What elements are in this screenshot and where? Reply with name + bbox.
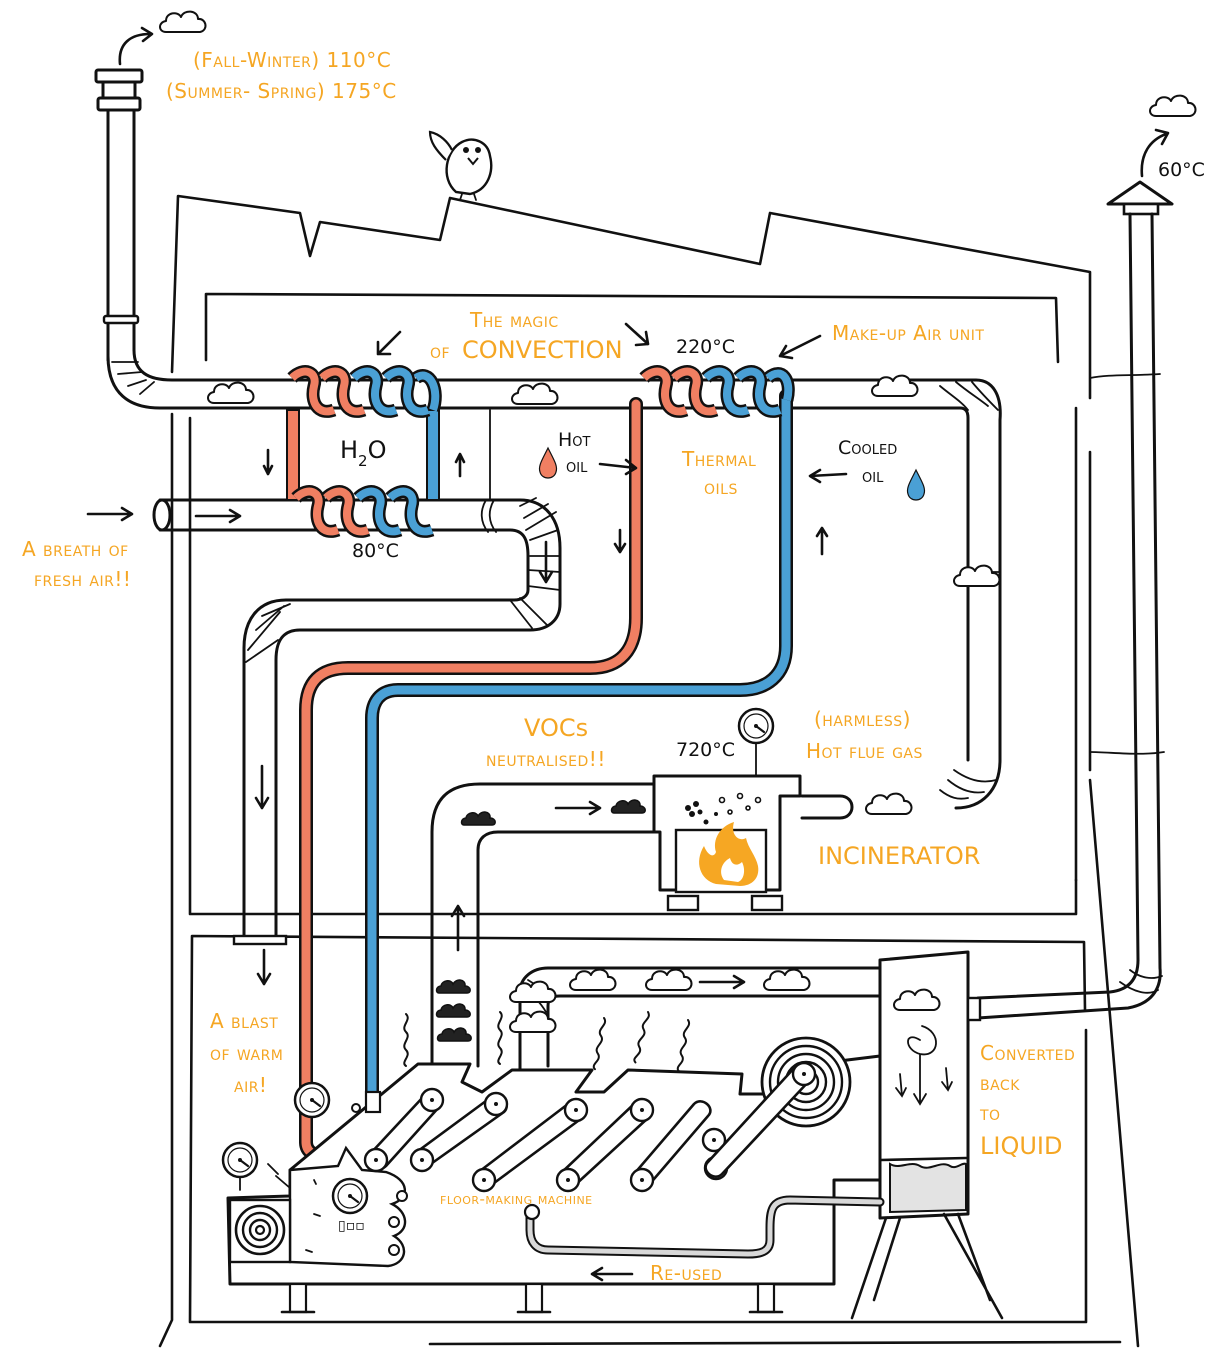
cloud-icon	[207, 381, 255, 404]
lower-coil	[291, 485, 435, 538]
hot-oil-pipe	[299, 397, 643, 1163]
warm-air-label: A blast	[210, 1009, 278, 1033]
cloud-icon	[509, 980, 557, 1003]
cooled-oil-label-2: oil	[862, 465, 884, 487]
roller	[483, 1091, 509, 1117]
cooled-oil-label: Cooled	[838, 437, 897, 459]
roller	[563, 1097, 589, 1123]
thermal-oils-label: Thermal	[681, 447, 756, 471]
warm-air-label-2: of warm	[210, 1041, 283, 1065]
pressure-gauge-icon	[737, 707, 775, 745]
roller	[629, 1097, 655, 1123]
warm-air-label-3: air!	[234, 1073, 267, 1097]
makeup-air-label: Make-up Air unit	[832, 321, 984, 345]
temp-720-label: 720°C	[676, 739, 735, 761]
chimney-temp-label-winter: (Fall-Winter) 110°C	[193, 48, 391, 72]
arrow-icon	[86, 506, 134, 522]
floor-making-machine: ▯▫▫	[221, 1036, 882, 1314]
hot-oil-label-2: oil	[566, 455, 588, 477]
heat-wave-icon	[497, 1011, 503, 1065]
fresh-air-label-2: fresh air!!	[34, 567, 131, 591]
temp-220-label: 220°C	[676, 336, 735, 358]
right-chimney	[976, 180, 1174, 1020]
heat-wave-icon	[632, 1010, 651, 1064]
arrow-icon	[1140, 128, 1170, 178]
converted-label: Converted	[980, 1041, 1075, 1065]
right-chimney-temp-label: 60°C	[1158, 159, 1205, 181]
svg-text:▯▫▫: ▯▫▫	[338, 1218, 365, 1234]
factory-building	[158, 194, 1140, 1348]
cloud-icon	[953, 564, 1001, 587]
vocs-label: VOCs	[524, 714, 588, 742]
vocs-neutralised-label: neutralised!!	[486, 747, 606, 771]
cloud-icon	[1149, 94, 1197, 117]
roller	[409, 1147, 435, 1173]
cloud-icon	[569, 968, 617, 991]
cloud-icon	[511, 382, 559, 405]
arrow-icon	[194, 508, 242, 524]
convection-label: CONVECTION	[462, 336, 623, 364]
pressure-gauge-icon	[221, 1141, 259, 1179]
exhaust-duct-lower	[509, 966, 882, 1072]
smoke-puff-icon	[435, 1003, 471, 1018]
cloud-icon	[159, 10, 207, 33]
cloud-icon	[763, 968, 811, 991]
arrow-icon	[118, 26, 154, 66]
thermal-oils-label-2: oils	[704, 475, 738, 499]
roller	[419, 1087, 445, 1113]
pressure-gauge-icon	[293, 1081, 331, 1119]
reused-label: Re-used	[650, 1261, 722, 1285]
arrow-icon	[698, 974, 746, 990]
converted-label-2: back	[980, 1071, 1020, 1095]
pressure-gauge-icon	[331, 1177, 369, 1215]
cloud-icon	[865, 792, 913, 815]
left-chimney	[94, 68, 144, 362]
roller	[363, 1147, 389, 1173]
harmless-label: (harmless)	[814, 707, 911, 731]
cloud-icon	[645, 968, 693, 991]
oil-drop-icon	[906, 468, 926, 501]
fresh-air-duct	[152, 497, 562, 946]
bird-icon	[428, 130, 493, 201]
top-air-duct	[106, 348, 1002, 810]
converted-label-3: to	[979, 1101, 1001, 1125]
incinerator-label: INCINERATOR	[818, 842, 980, 870]
roller	[629, 1167, 655, 1193]
h2o-label: H2O	[340, 436, 386, 470]
heat-wave-icon	[403, 1013, 409, 1067]
roller	[791, 1061, 817, 1087]
fresh-air-label: A breath of	[22, 537, 129, 561]
hot-oil-label: Hot	[558, 429, 591, 451]
top-coil-left	[287, 365, 442, 418]
machine-label: floor-making machine	[440, 1190, 593, 1208]
flame-icon	[699, 822, 759, 886]
flow-arrows	[86, 322, 848, 1282]
smoke-puff-icon	[460, 811, 496, 826]
oil-drop-icon	[538, 446, 558, 479]
heat-wave-icon	[676, 1018, 691, 1073]
magic-label: The magic	[469, 308, 559, 332]
temp-80-label: 80°C	[352, 540, 399, 562]
incinerator	[430, 707, 854, 1072]
heat-wave-icon	[592, 1016, 607, 1071]
magic-of-label: of	[430, 339, 450, 363]
smoke-puff-icon	[435, 979, 471, 994]
roller	[471, 1167, 497, 1193]
chimney-temp-label-summer: (Summer- Spring) 175°C	[166, 79, 397, 103]
water-loop	[286, 409, 440, 501]
smoke-puff-icon	[436, 1027, 472, 1042]
top-coil-right	[639, 365, 795, 418]
roller	[555, 1167, 581, 1193]
valve	[364, 1090, 382, 1114]
arrow-icon	[554, 800, 602, 816]
spiral-roll-icon	[234, 1204, 286, 1256]
smoke-puff-icon	[610, 799, 646, 814]
liquid-label: LIQUID	[980, 1132, 1062, 1160]
hot-flue-gas-label: Hot flue gas	[806, 739, 923, 763]
